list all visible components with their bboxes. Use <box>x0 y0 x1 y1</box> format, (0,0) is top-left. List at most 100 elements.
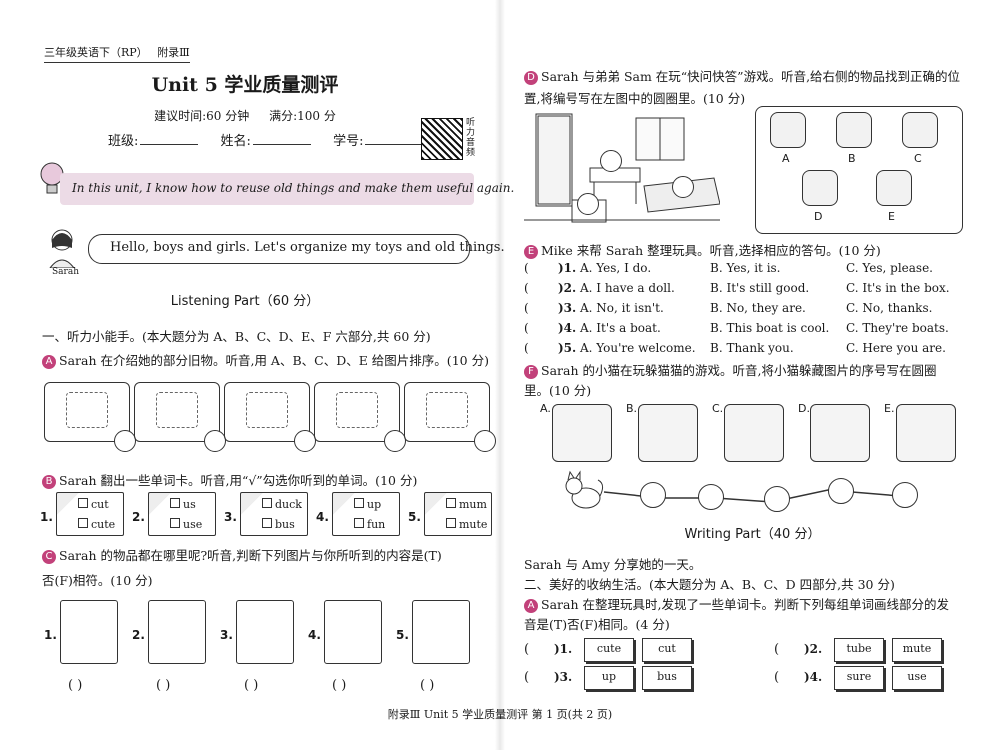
option-b[interactable]: B. No, they are. <box>710 301 806 315</box>
item-letter: C <box>914 152 922 165</box>
answer-paren-open[interactable]: ( <box>524 321 529 335</box>
word-option[interactable]: cut <box>78 498 109 511</box>
word-option[interactable]: cute <box>78 518 115 531</box>
answer-paren-open[interactable]: ( <box>524 670 530 685</box>
word-option[interactable]: mum <box>446 498 487 511</box>
answer-circle[interactable] <box>114 430 136 452</box>
item-number: 3. <box>224 510 237 524</box>
answer-circle[interactable] <box>828 478 854 504</box>
answer-circle[interactable] <box>892 482 918 508</box>
item-number: )1. <box>558 261 577 275</box>
room-scene-image <box>524 113 720 223</box>
answer-paren[interactable]: ( ) <box>68 678 83 693</box>
word-card <box>56 492 124 536</box>
name-label: 姓名: <box>220 134 251 149</box>
checkbox[interactable] <box>78 518 88 528</box>
option-b[interactable]: B. Thank you. <box>710 341 794 355</box>
sarah-avatar <box>49 229 75 268</box>
item-letter: A. <box>540 402 551 415</box>
writing-part-title: Writing Part（40 分） <box>684 527 821 542</box>
checkbox[interactable] <box>170 518 180 528</box>
item-number: 1. <box>40 510 53 524</box>
answer-paren-open[interactable]: ( <box>774 670 780 685</box>
option-b[interactable]: B. It's still good. <box>710 281 810 295</box>
writing-part-a-text-2: 音是(T)否(F)相同。(4 分) <box>524 617 670 632</box>
option-c[interactable]: C. No, thanks. <box>846 301 933 315</box>
answer-paren[interactable]: ( ) <box>244 678 259 693</box>
checkbox[interactable] <box>446 498 456 508</box>
answer-paren-open[interactable]: ( <box>524 301 529 315</box>
picture-box <box>404 382 490 442</box>
option-a[interactable]: A. Yes, I do. <box>580 261 652 275</box>
checkbox[interactable] <box>262 518 272 528</box>
qr-code-icon[interactable] <box>421 118 463 160</box>
answer-paren[interactable]: ( ) <box>420 678 435 693</box>
answer-circle[interactable] <box>640 482 666 508</box>
name-field[interactable] <box>252 144 311 145</box>
item-number: 5. <box>408 510 421 524</box>
answer-circle[interactable] <box>698 484 724 510</box>
answer-paren[interactable]: ( ) <box>156 678 171 693</box>
option-a[interactable]: A. I have a doll. <box>580 281 675 295</box>
answer-paren-open[interactable]: ( <box>524 341 529 355</box>
writing-intro: Sarah 与 Amy 分享她的一天。 <box>524 557 702 572</box>
cat-in-bag-icon <box>552 404 612 462</box>
page-title: Unit 5 学业质量测评 <box>151 74 339 96</box>
option-c[interactable]: C. They're boats. <box>846 321 949 335</box>
class-field[interactable] <box>140 144 199 145</box>
id-field[interactable] <box>365 144 424 145</box>
cat-on-desk-icon <box>896 404 956 462</box>
cat-in-box-icon <box>724 404 784 462</box>
option-b[interactable]: B. This boat is cool. <box>710 321 830 335</box>
answer-circle[interactable] <box>474 430 496 452</box>
item-letter: B <box>848 152 856 165</box>
unit-goal-text: In this unit, I know how to reuse old th… <box>72 181 515 195</box>
word-option[interactable]: duck <box>262 498 302 511</box>
answer-circle[interactable] <box>672 176 694 198</box>
word-option[interactable]: use <box>170 518 202 531</box>
answer-circle[interactable] <box>204 430 226 452</box>
part-f-text-2: 里。(10 分) <box>524 383 592 398</box>
word-option[interactable]: up <box>354 498 381 511</box>
cat-icon <box>565 470 604 509</box>
book-icon <box>156 392 198 428</box>
option-c[interactable]: C. It's in the box. <box>846 281 950 295</box>
word-option[interactable]: us <box>170 498 196 511</box>
answer-circle[interactable] <box>600 150 622 172</box>
answer-paren-open[interactable]: ( <box>524 261 529 275</box>
checkbox[interactable] <box>170 498 180 508</box>
checkbox[interactable] <box>354 498 364 508</box>
answer-circle[interactable] <box>577 193 599 215</box>
word-text: fun <box>367 518 386 531</box>
checkbox[interactable] <box>354 518 364 528</box>
word-option[interactable]: fun <box>354 518 385 531</box>
word-option[interactable]: mute <box>446 518 487 531</box>
option-a[interactable]: A. You're welcome. <box>580 341 696 355</box>
answer-paren-open[interactable]: ( <box>524 281 529 295</box>
checkbox[interactable] <box>262 498 272 508</box>
answer-circle[interactable] <box>384 430 406 452</box>
listening-part-title: Listening Part（60 分） <box>170 294 320 309</box>
answer-paren[interactable]: ( ) <box>332 678 347 693</box>
option-c[interactable]: C. Here you are. <box>846 341 946 355</box>
checkbox[interactable] <box>78 498 88 508</box>
answer-paren-open[interactable]: ( <box>524 642 530 657</box>
cat-under-chair-icon <box>638 404 698 462</box>
word-text: duck <box>275 498 302 511</box>
checkbox[interactable] <box>446 518 456 528</box>
bird-on-box-icon <box>60 600 118 664</box>
answer-paren-open[interactable]: ( <box>774 642 780 657</box>
part-e-text: Mike 来帮 Sarah 整理玩具。听音,选择相应的答句。(10 分) <box>541 243 881 258</box>
option-a[interactable]: A. No, it isn't. <box>580 301 664 315</box>
option-a[interactable]: A. It's a boat. <box>580 321 661 335</box>
option-b[interactable]: B. Yes, it is. <box>710 261 781 275</box>
qr-label: 听力音频 <box>466 118 476 158</box>
word-option[interactable]: bus <box>262 518 295 531</box>
answer-circle[interactable] <box>764 486 790 512</box>
option-c[interactable]: C. Yes, please. <box>846 261 933 275</box>
answer-circle[interactable] <box>294 430 316 452</box>
picture-box <box>44 382 130 442</box>
